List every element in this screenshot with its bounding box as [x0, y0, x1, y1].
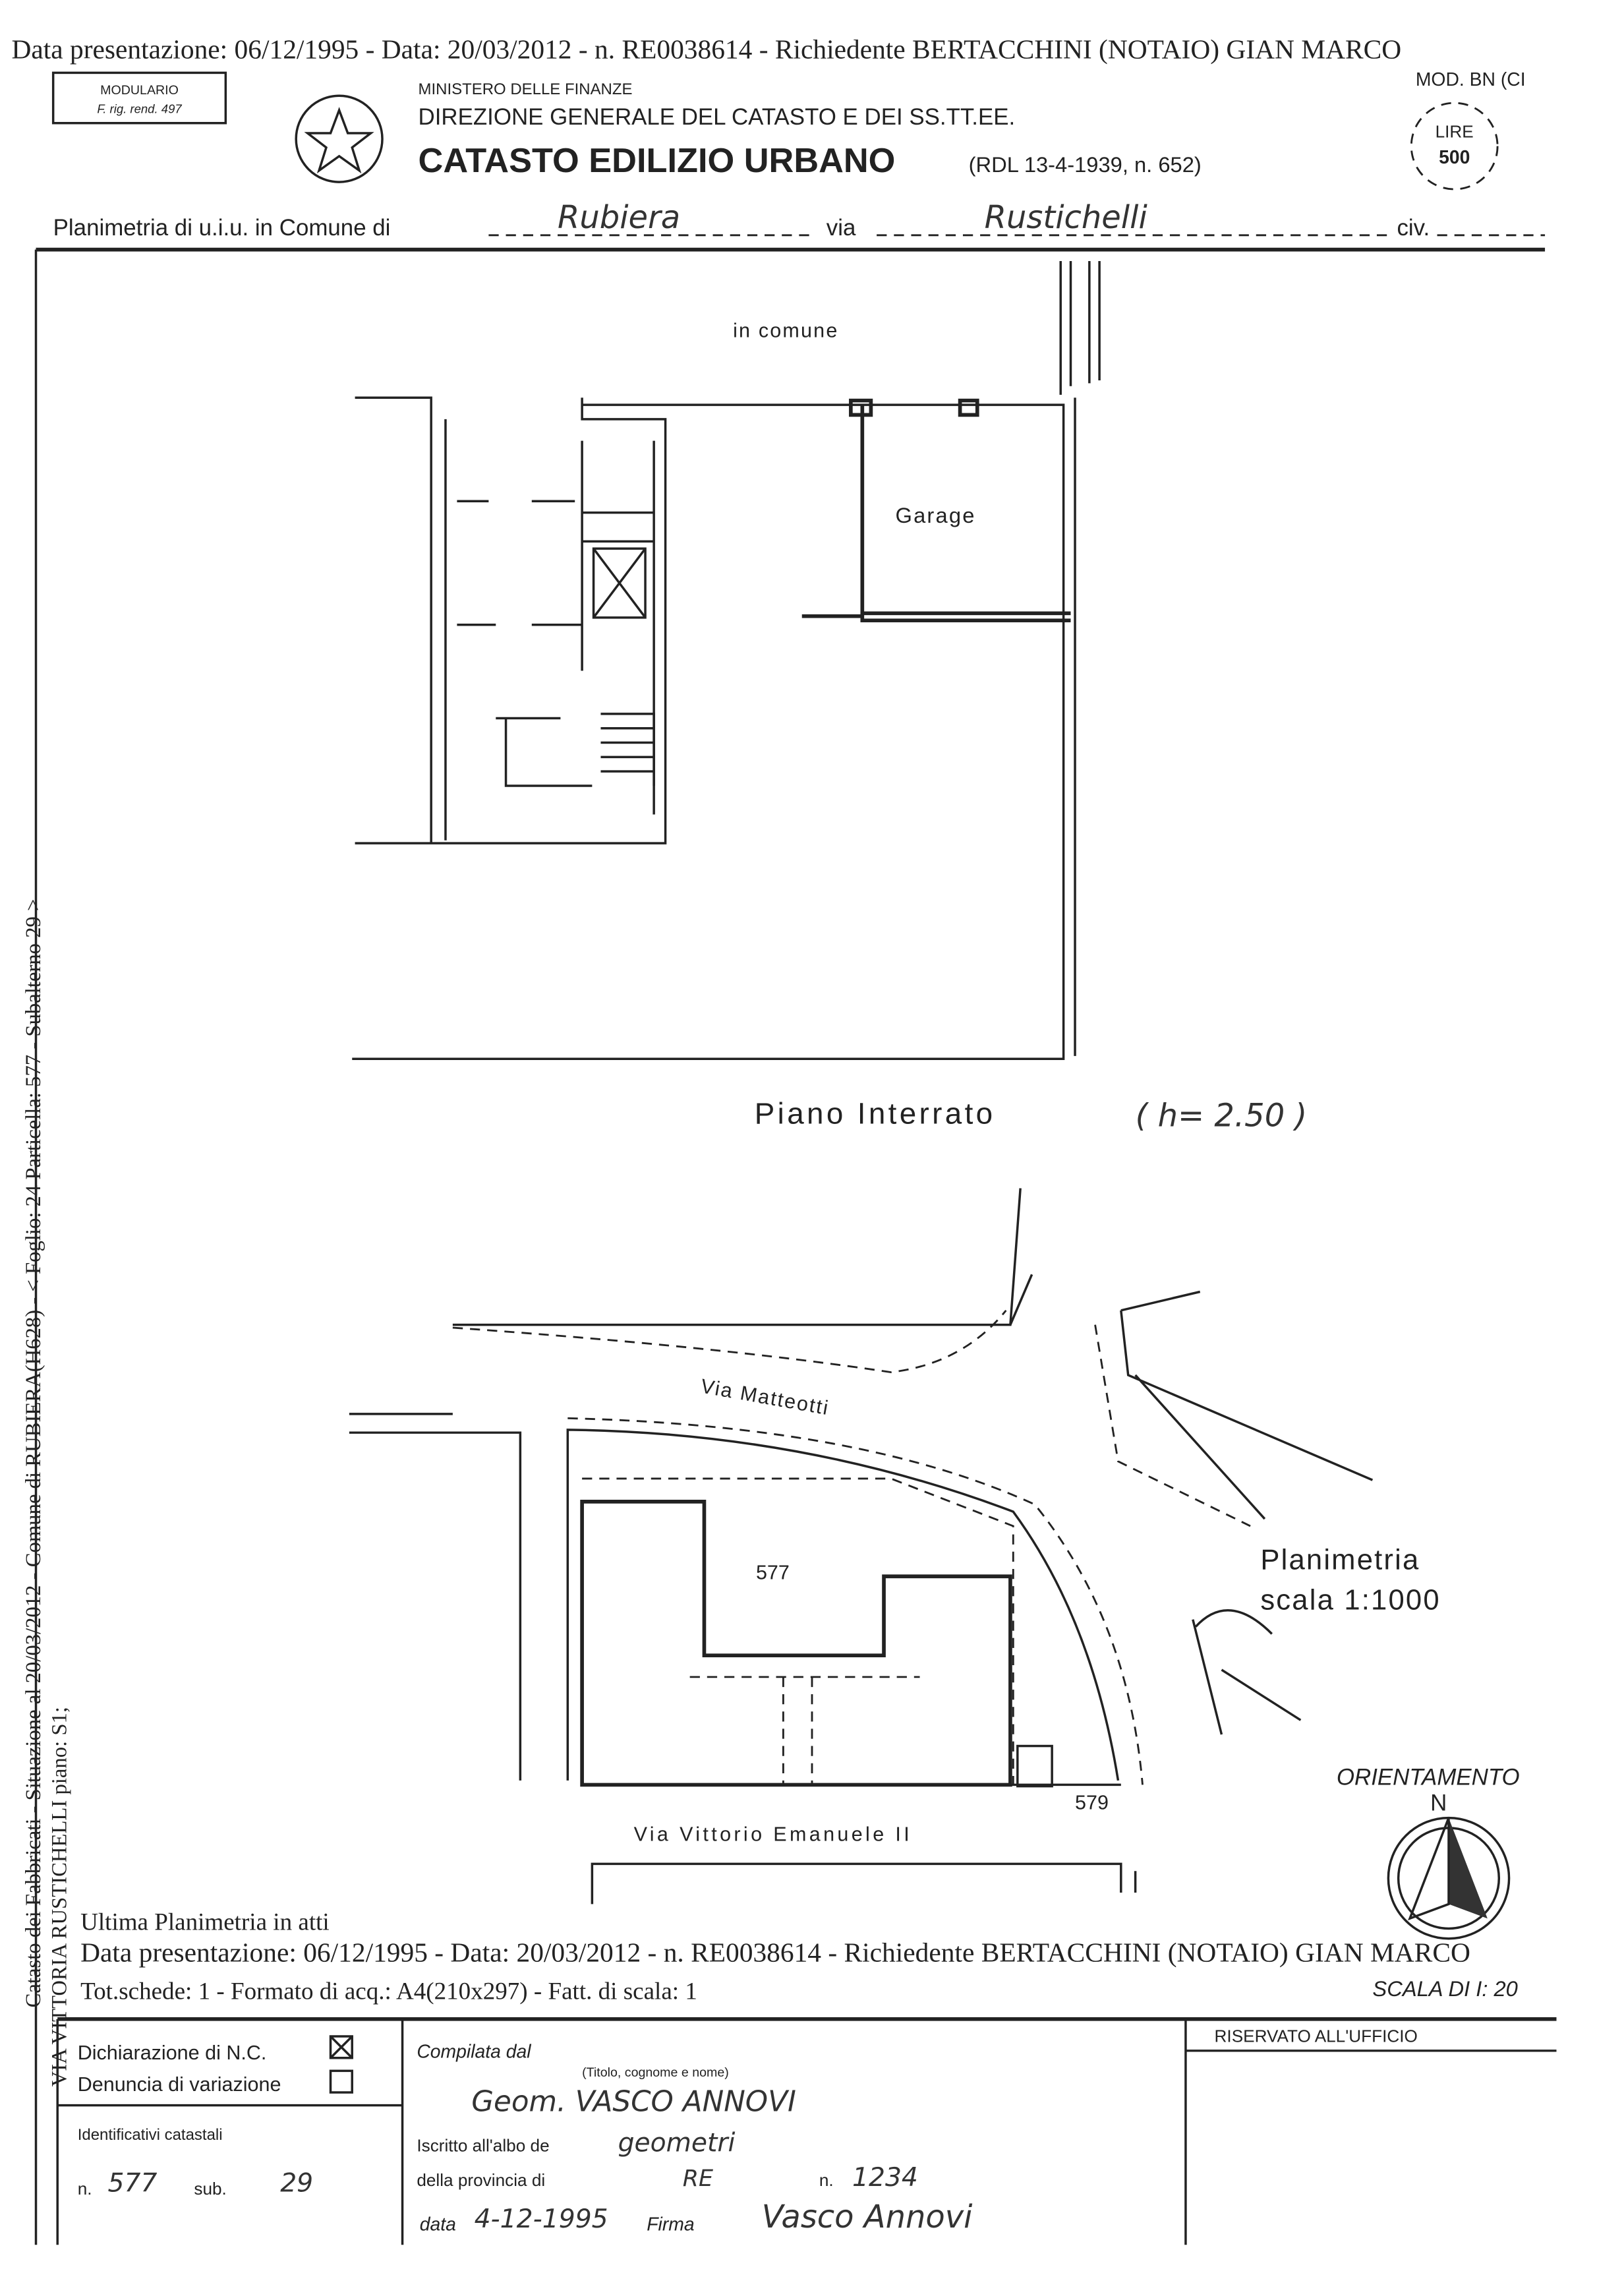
submission-stamp: Data presentazione: 06/12/1995 - Data: 2… [11, 34, 1401, 65]
office-reserved-label: RISERVATO ALL'UFFICIO [1215, 2026, 1418, 2046]
law-reference: (RDL 13-4-1939, n. 652) [969, 152, 1202, 177]
date-value: 4-12-1995 [475, 2204, 608, 2234]
via-value: Rustichelli [985, 199, 1148, 236]
cadastral-ids-label: Identificativi catastali [78, 2126, 223, 2144]
variation-label: Denuncia di variazione [78, 2073, 281, 2096]
republic-emblem-icon [295, 94, 384, 183]
via-label: via [826, 215, 856, 241]
date-label: data [420, 2214, 456, 2235]
ministry-label: MINISTERO DELLE FINANZE [419, 80, 633, 98]
site-map [349, 1188, 1374, 1904]
variation-checkbox[interactable] [329, 2069, 353, 2094]
signature: Vasco Annovi [762, 2199, 973, 2235]
new-construction-label: Dichiarazione di N.C. [78, 2042, 267, 2064]
last-plan-label: Ultima Planimetria in atti [80, 1909, 330, 1936]
parcel-579: 579 [1075, 1791, 1109, 1814]
title-name-hint: (Titolo, cognome e nome) [582, 2065, 729, 2080]
compiled-by-label: Compilata dal [417, 2042, 531, 2063]
compass-icon [1387, 1816, 1511, 1940]
new-construction-checkbox[interactable] [329, 2035, 353, 2059]
register-label: Iscritto all'albo de [417, 2135, 549, 2155]
sheet-info: Tot.schede: 1 - Formato di acq.: A4(210x… [80, 1978, 697, 2005]
ceiling-height: ( h= 2.50 ) [1136, 1098, 1308, 1135]
modulario-box [51, 71, 227, 125]
side-cadastral-id: Catasto dei Fabbricati - Situazione al 2… [22, 899, 45, 2008]
register-value: geometri [618, 2128, 736, 2158]
comune-value: Rubiera [558, 199, 680, 236]
modulario-label: MODULARIO [100, 83, 179, 98]
submission-stamp-bottom: Data presentazione: 06/12/1995 - Data: 2… [80, 1937, 1470, 1968]
street-matteotti: Via Matteotti [699, 1375, 831, 1420]
parcel-number: 577 [108, 2169, 158, 2199]
garage-label: Garage [895, 503, 975, 527]
floor-plan-drawing [352, 261, 1101, 1060]
sub-label: sub. [194, 2179, 226, 2199]
orientation-label: ORIENTAMENTO [1337, 1764, 1520, 1790]
side-address: VIA VITTORIA RUSTICHELLI piano: S1; [47, 1707, 71, 2086]
direction-label: DIREZIONE GENERALE DEL CATASTO E DEI SS.… [419, 104, 1016, 130]
modulario-sub: F. rig. rend. 497 [97, 102, 182, 115]
north-label: N [1430, 1790, 1447, 1816]
parcel-number-label: n. [78, 2179, 92, 2199]
floor-label: Piano Interrato [755, 1096, 996, 1130]
in-comune-label: in comune [733, 320, 838, 342]
drawing-scale: SCALA DI I: 20 [1372, 1976, 1517, 2001]
register-number: 1234 [852, 2163, 918, 2193]
signature-label: Firma [647, 2214, 694, 2235]
sub-number: 29 [280, 2169, 313, 2199]
lire-value: 500 [1439, 147, 1470, 168]
revenue-stamp [1410, 102, 1499, 191]
comune-label: Planimetria di u.i.u. in Comune di [53, 215, 391, 241]
street-vittorio-emanuele: Via Vittorio Emanuele II [634, 1823, 912, 1845]
lire-label: LIRE [1436, 122, 1474, 142]
register-number-label: n. [819, 2170, 834, 2190]
map-scale: scala 1:1000 [1260, 1584, 1440, 1616]
parcel-577: 577 [756, 1562, 790, 1584]
civ-label: civ. [1397, 215, 1430, 241]
model-code: MOD. BN (CI [1416, 69, 1526, 90]
document-title: CATASTO EDILIZIO URBANO [419, 142, 896, 180]
compiler-name: Geom. VASCO ANNOVI [471, 2085, 796, 2118]
map-title: Planimetria [1260, 1544, 1420, 1576]
province-label: della provincia di [417, 2170, 545, 2190]
province-value: RE [683, 2166, 713, 2192]
